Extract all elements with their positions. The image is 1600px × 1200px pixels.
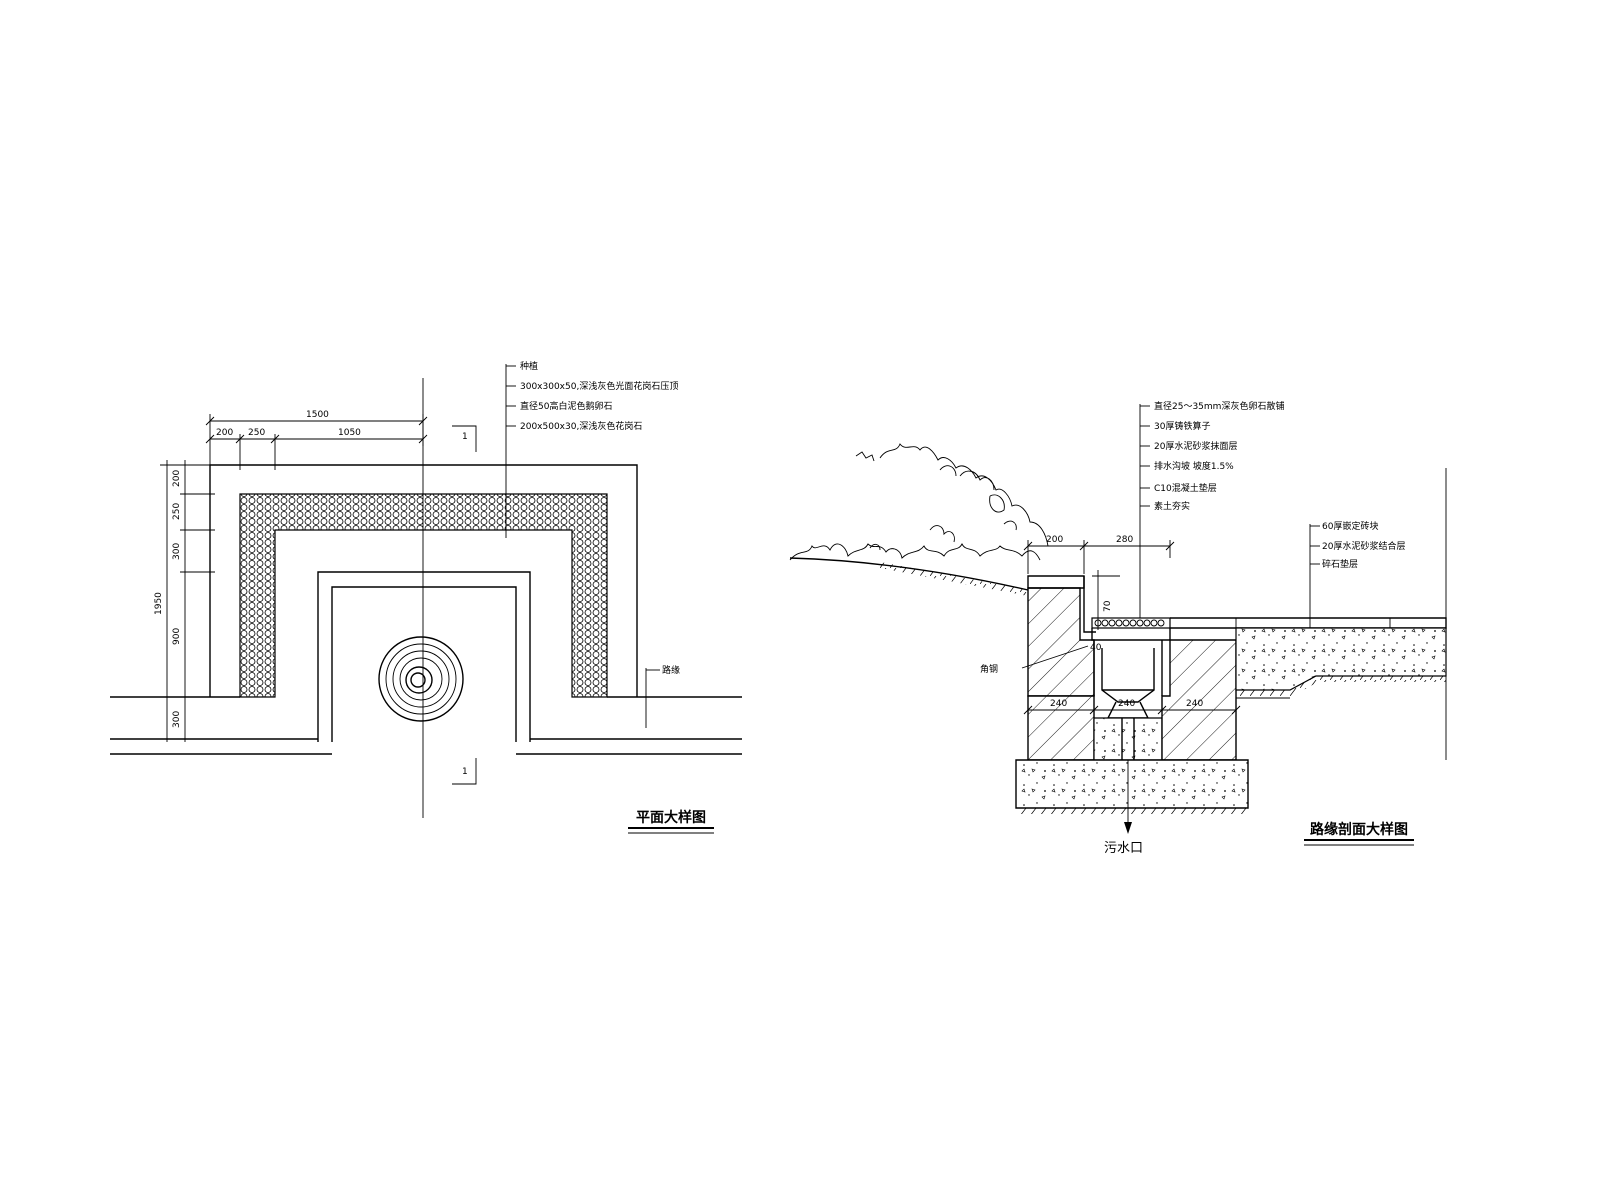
- outlet-pipe: [1121, 718, 1135, 760]
- dim-40: 40: [1090, 643, 1102, 653]
- dim-bottom-240a: 240: [1050, 699, 1067, 709]
- note-granite: 200x500x30,深浅灰色花岗石: [520, 420, 642, 432]
- section-notes: 直径25～35mm深灰色卵石散铺 30厚铸铁算子 20厚水泥砂浆抹面层 排水沟坡…: [1139, 400, 1284, 618]
- plan-notes: 种植 300x300x50,深浅灰色光面花岗石压顶 直径50高白泥色鹅卵石 20…: [505, 360, 678, 538]
- section-dims-small: 70 40: [1090, 570, 1120, 653]
- paving-joints: [1235, 618, 1391, 628]
- note-brick: 60厚嵌定砖块: [1322, 520, 1378, 532]
- note-bedding: 20厚水泥砂浆结合层: [1322, 540, 1405, 552]
- inner-notch-outer: [317, 571, 531, 742]
- dim-70: 70: [1103, 600, 1113, 612]
- note-coping: 300x300x50,深浅灰色光面花岗石压顶: [520, 380, 678, 392]
- road-label: 路缘: [662, 664, 680, 676]
- dim-200: 200: [216, 428, 233, 438]
- shrub-foliage: [855, 451, 1017, 551]
- section-marker-top: 1: [452, 425, 477, 452]
- section-dims-top: 200 280: [1023, 535, 1175, 574]
- note-grate: 30厚铸铁算子: [1154, 420, 1210, 432]
- note-soil: 素土夯实: [1154, 500, 1190, 512]
- note-pebble: 直径50高白泥色鹅卵石: [520, 400, 612, 412]
- road-leader: 路缘: [645, 664, 680, 728]
- slope-earth-hatch: [880, 562, 1028, 596]
- plan-view: 1500 200 250 1050 200 250 300 900 300 19…: [110, 360, 742, 834]
- dim-1050: 1050: [338, 428, 361, 438]
- dim-left-200: 200: [172, 470, 182, 487]
- dim-bottom-240b: 240: [1118, 699, 1135, 709]
- dim-280-section: 280: [1116, 535, 1133, 545]
- note-slope: 排水沟坡 坡度1.5%: [1154, 460, 1234, 472]
- section-notes-right: 60厚嵌定砖块 20厚水泥砂浆结合层 碎石垫层: [1309, 520, 1405, 618]
- section-title: 路缘剖面大样图: [1310, 821, 1408, 838]
- foundation-earth: [1016, 808, 1248, 814]
- dim-1500: 1500: [306, 410, 329, 420]
- section-view: 200 280 70 40 240 240 240 直径25～35mm深灰色卵石…: [789, 400, 1447, 856]
- shrub-outline: [789, 542, 1041, 561]
- drain-circles: [378, 636, 464, 722]
- paving-top: [1170, 617, 1447, 629]
- dim-left-250: 250: [172, 503, 182, 520]
- dim-250: 250: [248, 428, 265, 438]
- note-planting: 种植: [520, 360, 538, 372]
- channel-walls: [1093, 640, 1163, 696]
- outlet-label: 污水口: [1104, 841, 1143, 856]
- dim-left-900: 900: [172, 628, 182, 645]
- dim-left-1950: 1950: [154, 592, 164, 615]
- plan-dims-left: 200 250 300 900 300 1950: [154, 460, 215, 742]
- pebble-band: [239, 493, 608, 698]
- angle-steel-leader: 角钢: [980, 645, 1089, 675]
- shrub-upper: [879, 443, 1049, 547]
- cast-iron-grate: [1091, 617, 1171, 629]
- outlet-arrow: [1124, 822, 1132, 834]
- dim-left-300: 300: [172, 543, 182, 560]
- channel-body: [1101, 648, 1155, 703]
- inner-notch-inner: [331, 586, 517, 742]
- dim-left-300b: 300: [172, 711, 182, 728]
- plan-dims-top: 1500 200 250 1050: [205, 410, 428, 470]
- note-gravel: 直径25～35mm深灰色卵石散铺: [1154, 400, 1284, 412]
- grate-seat: [1091, 628, 1171, 641]
- left-coping: [1027, 575, 1085, 589]
- planter-outer-outline: [209, 464, 638, 697]
- note-gravel-base: 碎石垫层: [1322, 558, 1358, 570]
- dim-bottom-240c: 240: [1186, 699, 1203, 709]
- foundation-slab: [1015, 759, 1249, 809]
- svg-text:1: 1: [462, 767, 468, 777]
- section-dims-bottom: 240 240 240: [1023, 699, 1241, 715]
- section-marker-bottom: 1: [452, 758, 477, 785]
- note-mortar: 20厚水泥砂浆抹面层: [1154, 440, 1237, 452]
- plan-title: 平面大样图: [636, 809, 706, 826]
- svg-text:1: 1: [462, 432, 468, 442]
- grate-pebbles: [1094, 619, 1165, 627]
- outlet-concrete: [1093, 717, 1163, 761]
- paving-earth: [1236, 676, 1446, 696]
- note-c10: C10混凝土垫层: [1154, 482, 1217, 494]
- dim-200-section: 200: [1046, 535, 1063, 545]
- angle-label: 角钢: [980, 663, 998, 675]
